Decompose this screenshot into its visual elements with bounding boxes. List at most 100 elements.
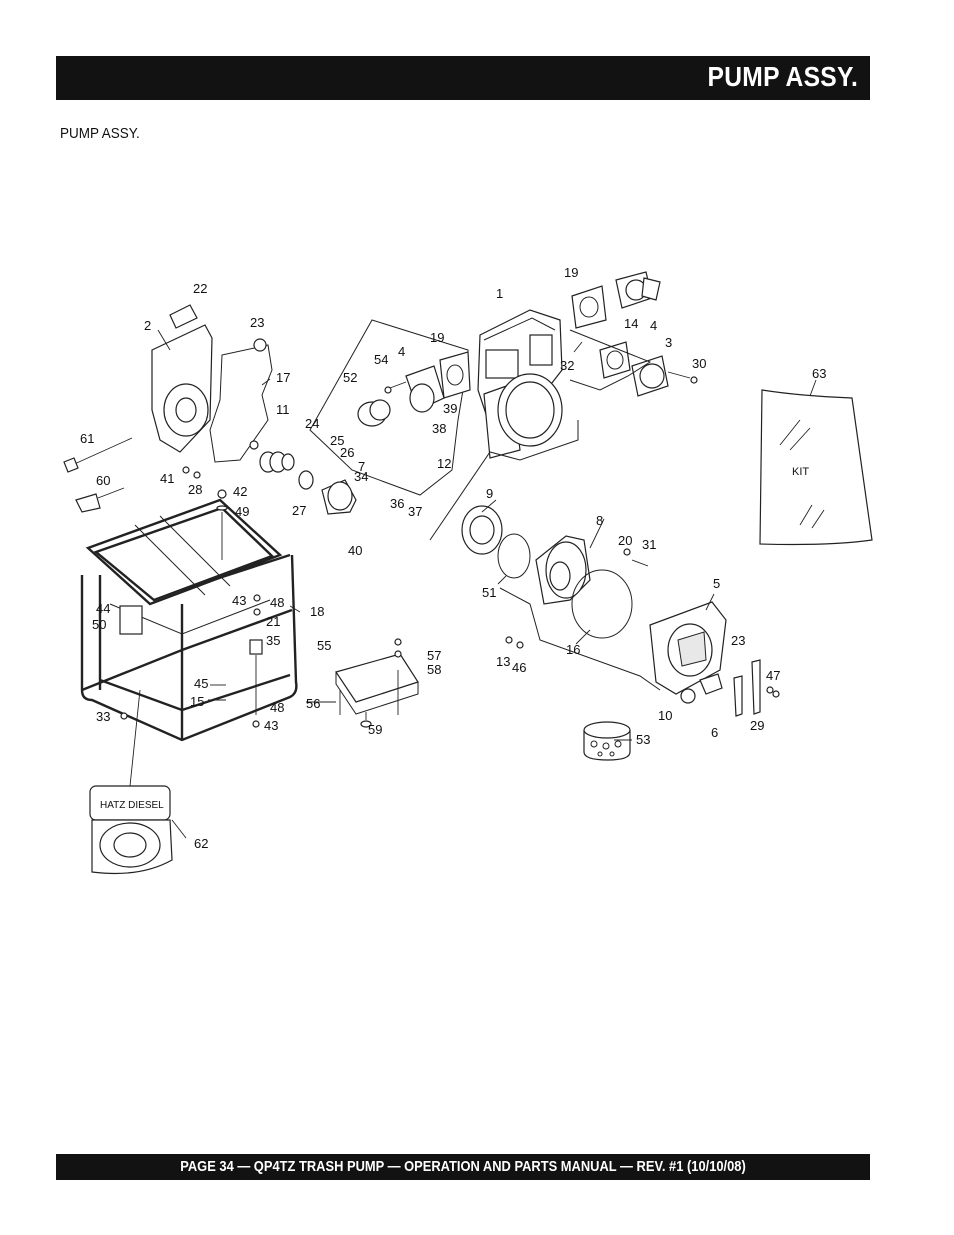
part-cover-plate xyxy=(649,601,727,695)
part-label: 7 xyxy=(358,459,365,474)
header-bar: PUMP ASSY. xyxy=(56,56,870,100)
part-wear-plate xyxy=(461,505,503,555)
part-label: 42 xyxy=(233,484,247,499)
part-label: 35 xyxy=(266,633,280,648)
part-label: 19 xyxy=(430,330,444,345)
part-clamp-bar-2 xyxy=(751,659,761,715)
part-label: 48 xyxy=(270,595,284,610)
part-nut-right-2 xyxy=(772,690,780,698)
part-clamp-bar xyxy=(733,675,743,717)
part-label: 4 xyxy=(650,318,657,333)
part-flange-top xyxy=(615,271,661,309)
part-label: 34 xyxy=(354,469,368,484)
part-label: 41 xyxy=(160,471,174,486)
part-label: 25 xyxy=(330,433,344,448)
part-pump-body xyxy=(477,309,563,459)
part-label: 61 xyxy=(80,431,94,446)
part-fitting xyxy=(63,457,79,473)
part-label: 17 xyxy=(276,370,290,385)
part-flange-left xyxy=(384,365,445,413)
part-label: 11 xyxy=(276,402,290,417)
part-seal-assembly xyxy=(259,451,295,473)
part-label: 9 xyxy=(486,486,493,501)
part-impeller-hub xyxy=(327,481,353,511)
part-label: 55 xyxy=(317,638,331,653)
part-label: 3 xyxy=(665,335,672,350)
footer-text: PAGE 34 — QP4TZ TRASH PUMP — OPERATION A… xyxy=(180,1158,746,1175)
part-label: 28 xyxy=(188,482,202,497)
part-valve xyxy=(680,688,696,704)
part-housing-back xyxy=(151,304,213,453)
part-washer xyxy=(623,548,631,556)
part-label: 44 xyxy=(96,601,110,616)
part-volute xyxy=(535,535,591,605)
part-frame xyxy=(80,498,298,742)
part-label: 43 xyxy=(264,718,278,733)
part-label: 22 xyxy=(193,281,207,296)
part-label: 27 xyxy=(292,503,306,518)
part-label: 33 xyxy=(96,709,110,724)
part-label: 38 xyxy=(432,421,446,436)
part-label: 20 xyxy=(618,533,632,548)
part-stud xyxy=(631,559,649,567)
leader-lines xyxy=(129,329,817,839)
engine-label: HATZ DIESEL xyxy=(100,800,164,811)
part-nut-right xyxy=(516,641,524,649)
part-sleeve xyxy=(298,470,314,490)
part-frame-fasteners xyxy=(120,489,263,728)
part-label: 58 xyxy=(427,662,441,677)
part-label: 4 xyxy=(398,344,405,359)
part-label: 54 xyxy=(374,352,388,367)
part-flange-right xyxy=(631,355,698,397)
part-strainer xyxy=(583,721,631,761)
part-label: 23 xyxy=(731,633,745,648)
part-connector xyxy=(75,493,101,513)
part-o-ring xyxy=(497,533,531,579)
part-label: 52 xyxy=(343,370,357,385)
part-label: 19 xyxy=(564,265,578,280)
part-number-labels: 1 2 3 4 4 5 6 7 8 9 10 11 12 13 14 15 16… xyxy=(80,265,826,851)
part-label: 15 xyxy=(190,694,204,709)
part-kit-bag: KIT xyxy=(759,389,873,546)
section-subtitle: PUMP ASSY. xyxy=(60,125,140,142)
part-outline-box-2 xyxy=(429,420,579,541)
part-nut-left xyxy=(505,636,513,644)
part-label: 14 xyxy=(624,316,638,331)
part-connector-line xyxy=(97,487,125,499)
part-label: 10 xyxy=(658,708,672,723)
footer-bar: PAGE 34 — QP4TZ TRASH PUMP — OPERATION A… xyxy=(56,1154,870,1180)
part-label: 45 xyxy=(194,676,208,691)
part-outline-right xyxy=(569,329,652,391)
part-bolt xyxy=(182,466,190,474)
part-gasket-top xyxy=(571,285,607,329)
part-label: 49 xyxy=(235,504,249,519)
part-label: 23 xyxy=(250,315,264,330)
part-label: 5 xyxy=(713,576,720,591)
part-label: 56 xyxy=(306,696,320,711)
part-plug xyxy=(249,440,259,450)
part-bolt-right xyxy=(766,686,774,694)
part-engine: HATZ DIESEL xyxy=(89,785,173,875)
part-label: 1 xyxy=(496,286,503,301)
part-label: 26 xyxy=(340,445,354,460)
part-label: 53 xyxy=(636,732,650,747)
kit-label: KIT xyxy=(792,466,809,478)
part-label: 57 xyxy=(427,648,441,663)
page-title: PUMP ASSY. xyxy=(707,61,858,92)
part-label: 13 xyxy=(496,654,510,669)
part-label: 2 xyxy=(144,318,151,333)
part-hose-line xyxy=(69,437,133,467)
part-label: 32 xyxy=(560,358,574,373)
part-label: 21 xyxy=(266,614,280,629)
part-gasket xyxy=(209,344,273,463)
part-pin xyxy=(573,341,583,353)
part-label: 30 xyxy=(692,356,706,371)
part-gasket-right xyxy=(599,341,631,379)
part-label: 62 xyxy=(194,836,208,851)
part-label: 31 xyxy=(642,537,656,552)
part-label: 50 xyxy=(92,617,106,632)
part-label: 37 xyxy=(408,504,422,519)
part-outline-volute xyxy=(499,587,661,691)
part-nut xyxy=(193,471,201,479)
